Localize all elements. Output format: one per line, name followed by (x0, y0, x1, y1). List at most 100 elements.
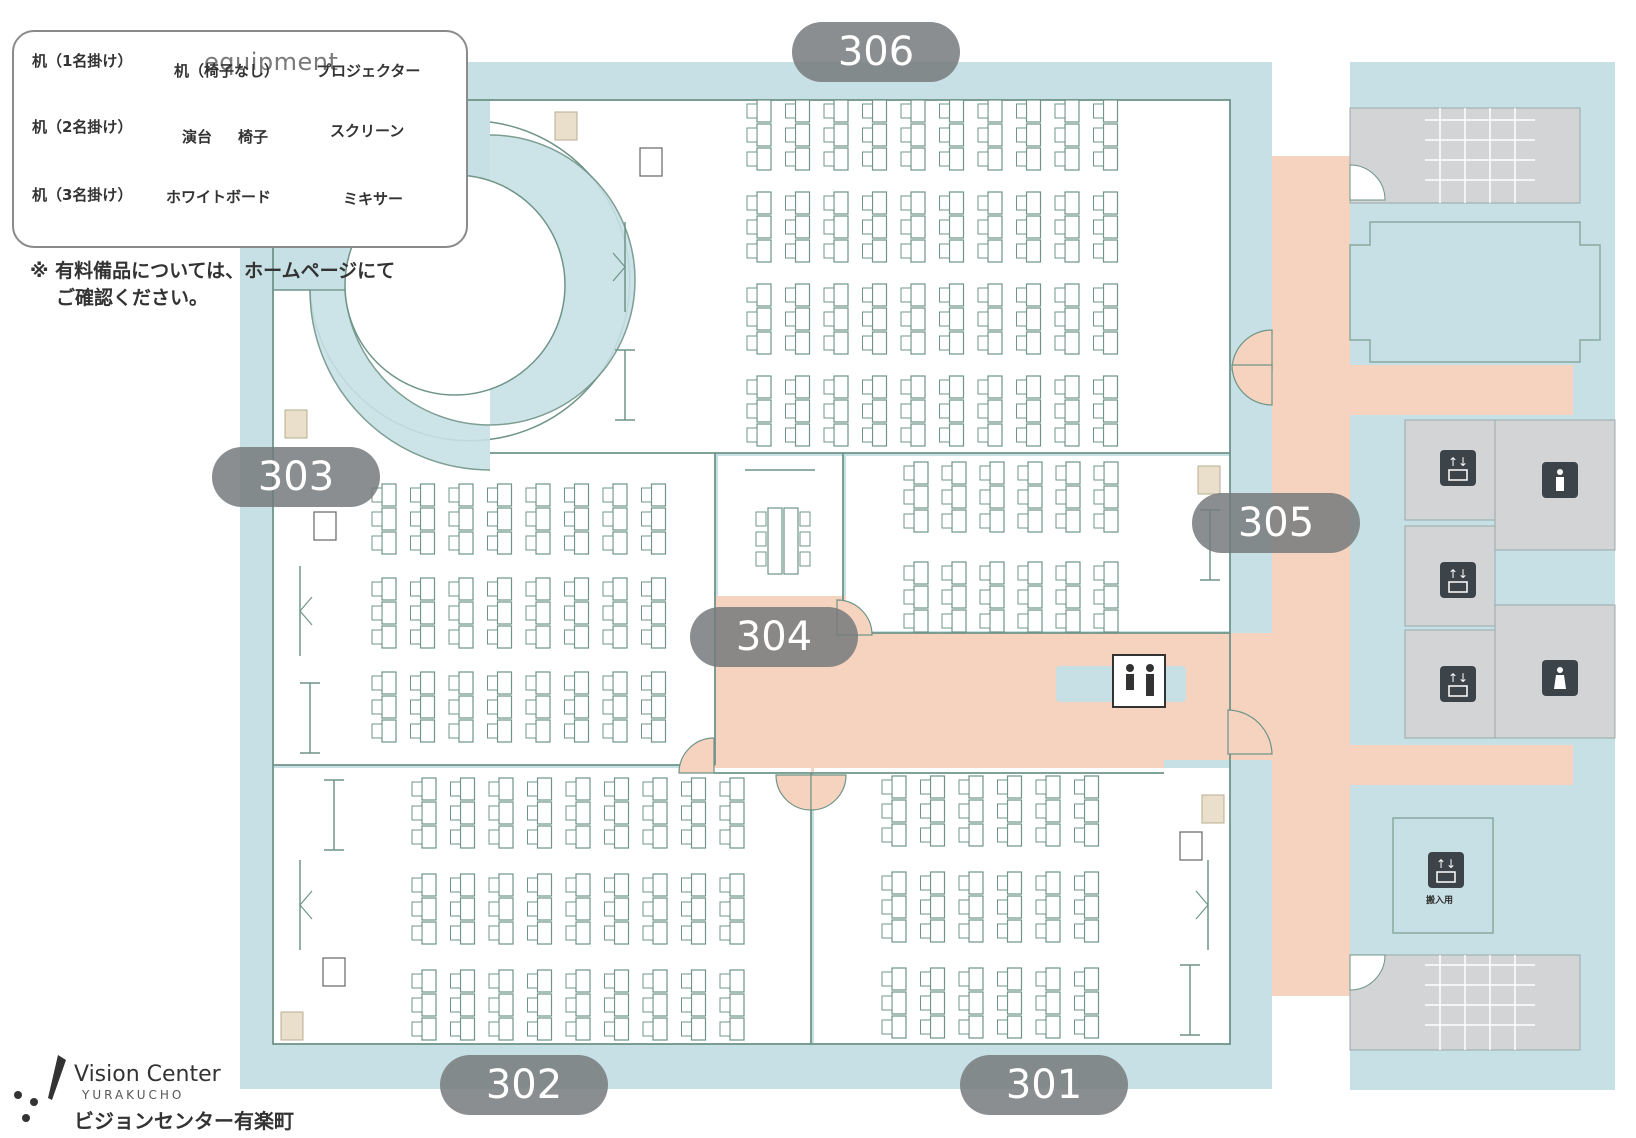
desk (987, 215, 1003, 239)
chair (602, 723, 614, 739)
desk (729, 897, 745, 921)
logo-sub: YURAKUCHO (82, 1088, 185, 1102)
desk (1006, 991, 1023, 1015)
chair (488, 805, 500, 821)
desk (419, 625, 436, 649)
desk (1045, 967, 1061, 991)
desk (1025, 331, 1042, 355)
chair (1017, 613, 1029, 629)
room-301-label[interactable]: 301 (960, 1055, 1128, 1115)
desk (459, 921, 476, 945)
chair (785, 151, 796, 167)
desk (419, 671, 436, 695)
desk (989, 609, 1005, 633)
desk (756, 191, 772, 215)
chair (823, 287, 835, 303)
chair (410, 535, 421, 551)
desk (1102, 147, 1119, 171)
chair (602, 511, 614, 527)
logo-name: Vision Center (74, 1062, 221, 1087)
chair (527, 901, 538, 917)
chair (1074, 899, 1085, 915)
desk (1006, 871, 1023, 895)
desk (1045, 871, 1061, 895)
desk (459, 873, 476, 897)
chair (977, 427, 989, 443)
room-302-label[interactable]: 302 (440, 1055, 608, 1115)
desk (987, 307, 1003, 331)
chair (1017, 489, 1029, 505)
corridor-to-right (1350, 365, 1573, 415)
chair (746, 219, 758, 235)
chair (920, 995, 931, 1011)
chair (604, 805, 615, 821)
chair (641, 699, 652, 715)
room-306-label[interactable]: 306 (792, 22, 960, 82)
restroom-male-icon (1542, 462, 1578, 498)
note-line-2: ご確認ください。 (56, 287, 209, 309)
desk (652, 1017, 668, 1041)
chair (527, 829, 538, 845)
chair (977, 243, 989, 259)
chair (604, 901, 615, 917)
chair (641, 675, 652, 691)
chair (958, 923, 970, 939)
screen-beam (612, 266, 626, 282)
chair (410, 605, 421, 621)
desk (1064, 331, 1080, 355)
desk (458, 531, 474, 555)
chair (1016, 151, 1027, 167)
chair (939, 219, 950, 235)
chair (602, 675, 614, 691)
desk (459, 825, 476, 849)
desk (1064, 191, 1080, 215)
desk (612, 671, 628, 695)
chair (487, 605, 498, 621)
desk (1045, 919, 1061, 943)
chair (527, 805, 538, 821)
chair (1054, 195, 1066, 211)
chair (1074, 971, 1085, 987)
desk (729, 873, 745, 897)
desk (794, 191, 811, 215)
desk (573, 483, 590, 507)
chair (977, 335, 989, 351)
chair (939, 287, 950, 303)
chair (1093, 103, 1104, 119)
desk (652, 801, 668, 825)
desk (1025, 147, 1042, 171)
chair (823, 427, 835, 443)
chair (411, 901, 423, 917)
chair (941, 613, 953, 629)
chair (746, 335, 758, 351)
desk (987, 99, 1003, 123)
chair (719, 781, 731, 797)
desk (612, 531, 628, 555)
chair (602, 605, 614, 621)
chair (1017, 465, 1029, 481)
room-304-label[interactable]: 304 (690, 607, 858, 667)
mixer (284, 409, 308, 439)
chair (881, 899, 893, 915)
chair (487, 535, 498, 551)
chair (371, 675, 383, 691)
room-305-label[interactable]: 305 (1192, 493, 1360, 553)
desk (536, 777, 553, 801)
desk (496, 483, 513, 507)
desk (1102, 399, 1119, 423)
desk (833, 191, 849, 215)
chair (881, 923, 893, 939)
chair (411, 925, 423, 941)
desk (910, 147, 926, 171)
chair (1035, 875, 1047, 891)
room-303-label[interactable]: 303 (212, 447, 380, 507)
screen-beam (299, 610, 313, 626)
freight-elevator-label: 搬入用 (1426, 896, 1454, 906)
chair (641, 723, 652, 739)
desk (496, 507, 513, 531)
chair (997, 971, 1008, 987)
logo-mark (14, 1055, 66, 1122)
chair (958, 779, 970, 795)
desk (913, 485, 929, 509)
